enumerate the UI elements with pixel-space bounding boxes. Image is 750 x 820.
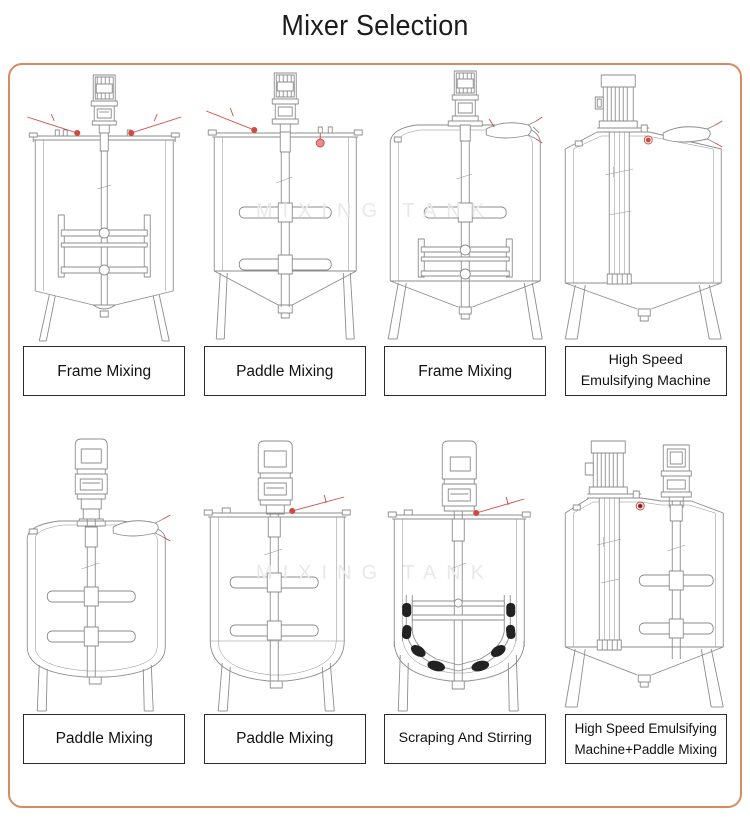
content-frame-border bbox=[8, 63, 742, 808]
mixer-label-7: Scraping And Stirring bbox=[384, 713, 547, 764]
paddle-mixing-round-bottom-tank-diagram bbox=[195, 435, 376, 712]
mixer-label-8-line-2: Machine+Paddle Mixing bbox=[574, 741, 718, 757]
mixer-cell-4[interactable]: High Speed Emulsifying Machine bbox=[556, 67, 737, 435]
mixer-label-2: Paddle Mixing bbox=[203, 346, 366, 396]
frame-mixing-tank-diagram bbox=[14, 67, 195, 344]
mixer-label-5: Paddle Mixing bbox=[23, 713, 186, 764]
page-title: Mixer Selection bbox=[281, 10, 469, 42]
emulsifier-paddle-tank-diagram bbox=[556, 435, 737, 712]
paddle-mixing-dished-tank-diagram bbox=[14, 435, 195, 712]
mixer-label-7-line-1: Scraping And Stirring bbox=[398, 730, 532, 746]
mixer-label-3: Frame Mixing bbox=[384, 346, 547, 396]
scraping-stirring-tank-diagram bbox=[375, 435, 556, 712]
mixer-label-4-line-2: Emulsifying Machine bbox=[580, 373, 711, 389]
mixer-cell-1[interactable]: Frame Mixing bbox=[14, 67, 195, 435]
mixer-label-6: Paddle Mixing bbox=[203, 713, 366, 764]
mixer-cell-2[interactable]: Paddle Mixing bbox=[195, 67, 376, 435]
mixer-cell-5[interactable]: Paddle Mixing bbox=[14, 435, 195, 803]
mixer-cell-3[interactable]: Frame Mixing bbox=[375, 67, 556, 435]
mixer-label-1-line-1: Frame Mixing bbox=[57, 362, 152, 380]
mixer-label-2-line-1: Paddle Mixing bbox=[236, 362, 334, 380]
mixer-cell-7[interactable]: Scraping And Stirring bbox=[375, 435, 556, 803]
mixer-label-4-line-1: High Speed bbox=[608, 352, 683, 368]
high-speed-emulsifier-tank-diagram bbox=[556, 67, 737, 344]
mixer-row-1: Frame Mixing bbox=[14, 67, 736, 435]
mixer-row-2: Paddle Mixing bbox=[14, 435, 736, 803]
mixer-label-5-line-1: Paddle Mixing bbox=[55, 730, 153, 747]
paddle-mixing-cone-tank-diagram bbox=[195, 67, 376, 344]
mixer-cell-6[interactable]: Paddle Mixing bbox=[195, 435, 376, 803]
mixer-label-6-line-1: Paddle Mixing bbox=[236, 730, 334, 747]
frame-mixing-dome-tank-diagram bbox=[375, 67, 556, 344]
mixer-cell-8[interactable]: High Speed Emulsifying Machine+Paddle Mi… bbox=[556, 435, 737, 803]
mixer-label-8: High Speed Emulsifying Machine+Paddle Mi… bbox=[564, 713, 727, 764]
mixer-label-3-line-1: Frame Mixing bbox=[418, 362, 513, 380]
mixer-label-8-line-1: High Speed Emulsifying bbox=[574, 720, 717, 736]
mixer-grid: Frame Mixing bbox=[8, 63, 742, 808]
mixer-label-4: High Speed Emulsifying Machine bbox=[564, 346, 727, 396]
mixer-label-1: Frame Mixing bbox=[23, 346, 186, 396]
